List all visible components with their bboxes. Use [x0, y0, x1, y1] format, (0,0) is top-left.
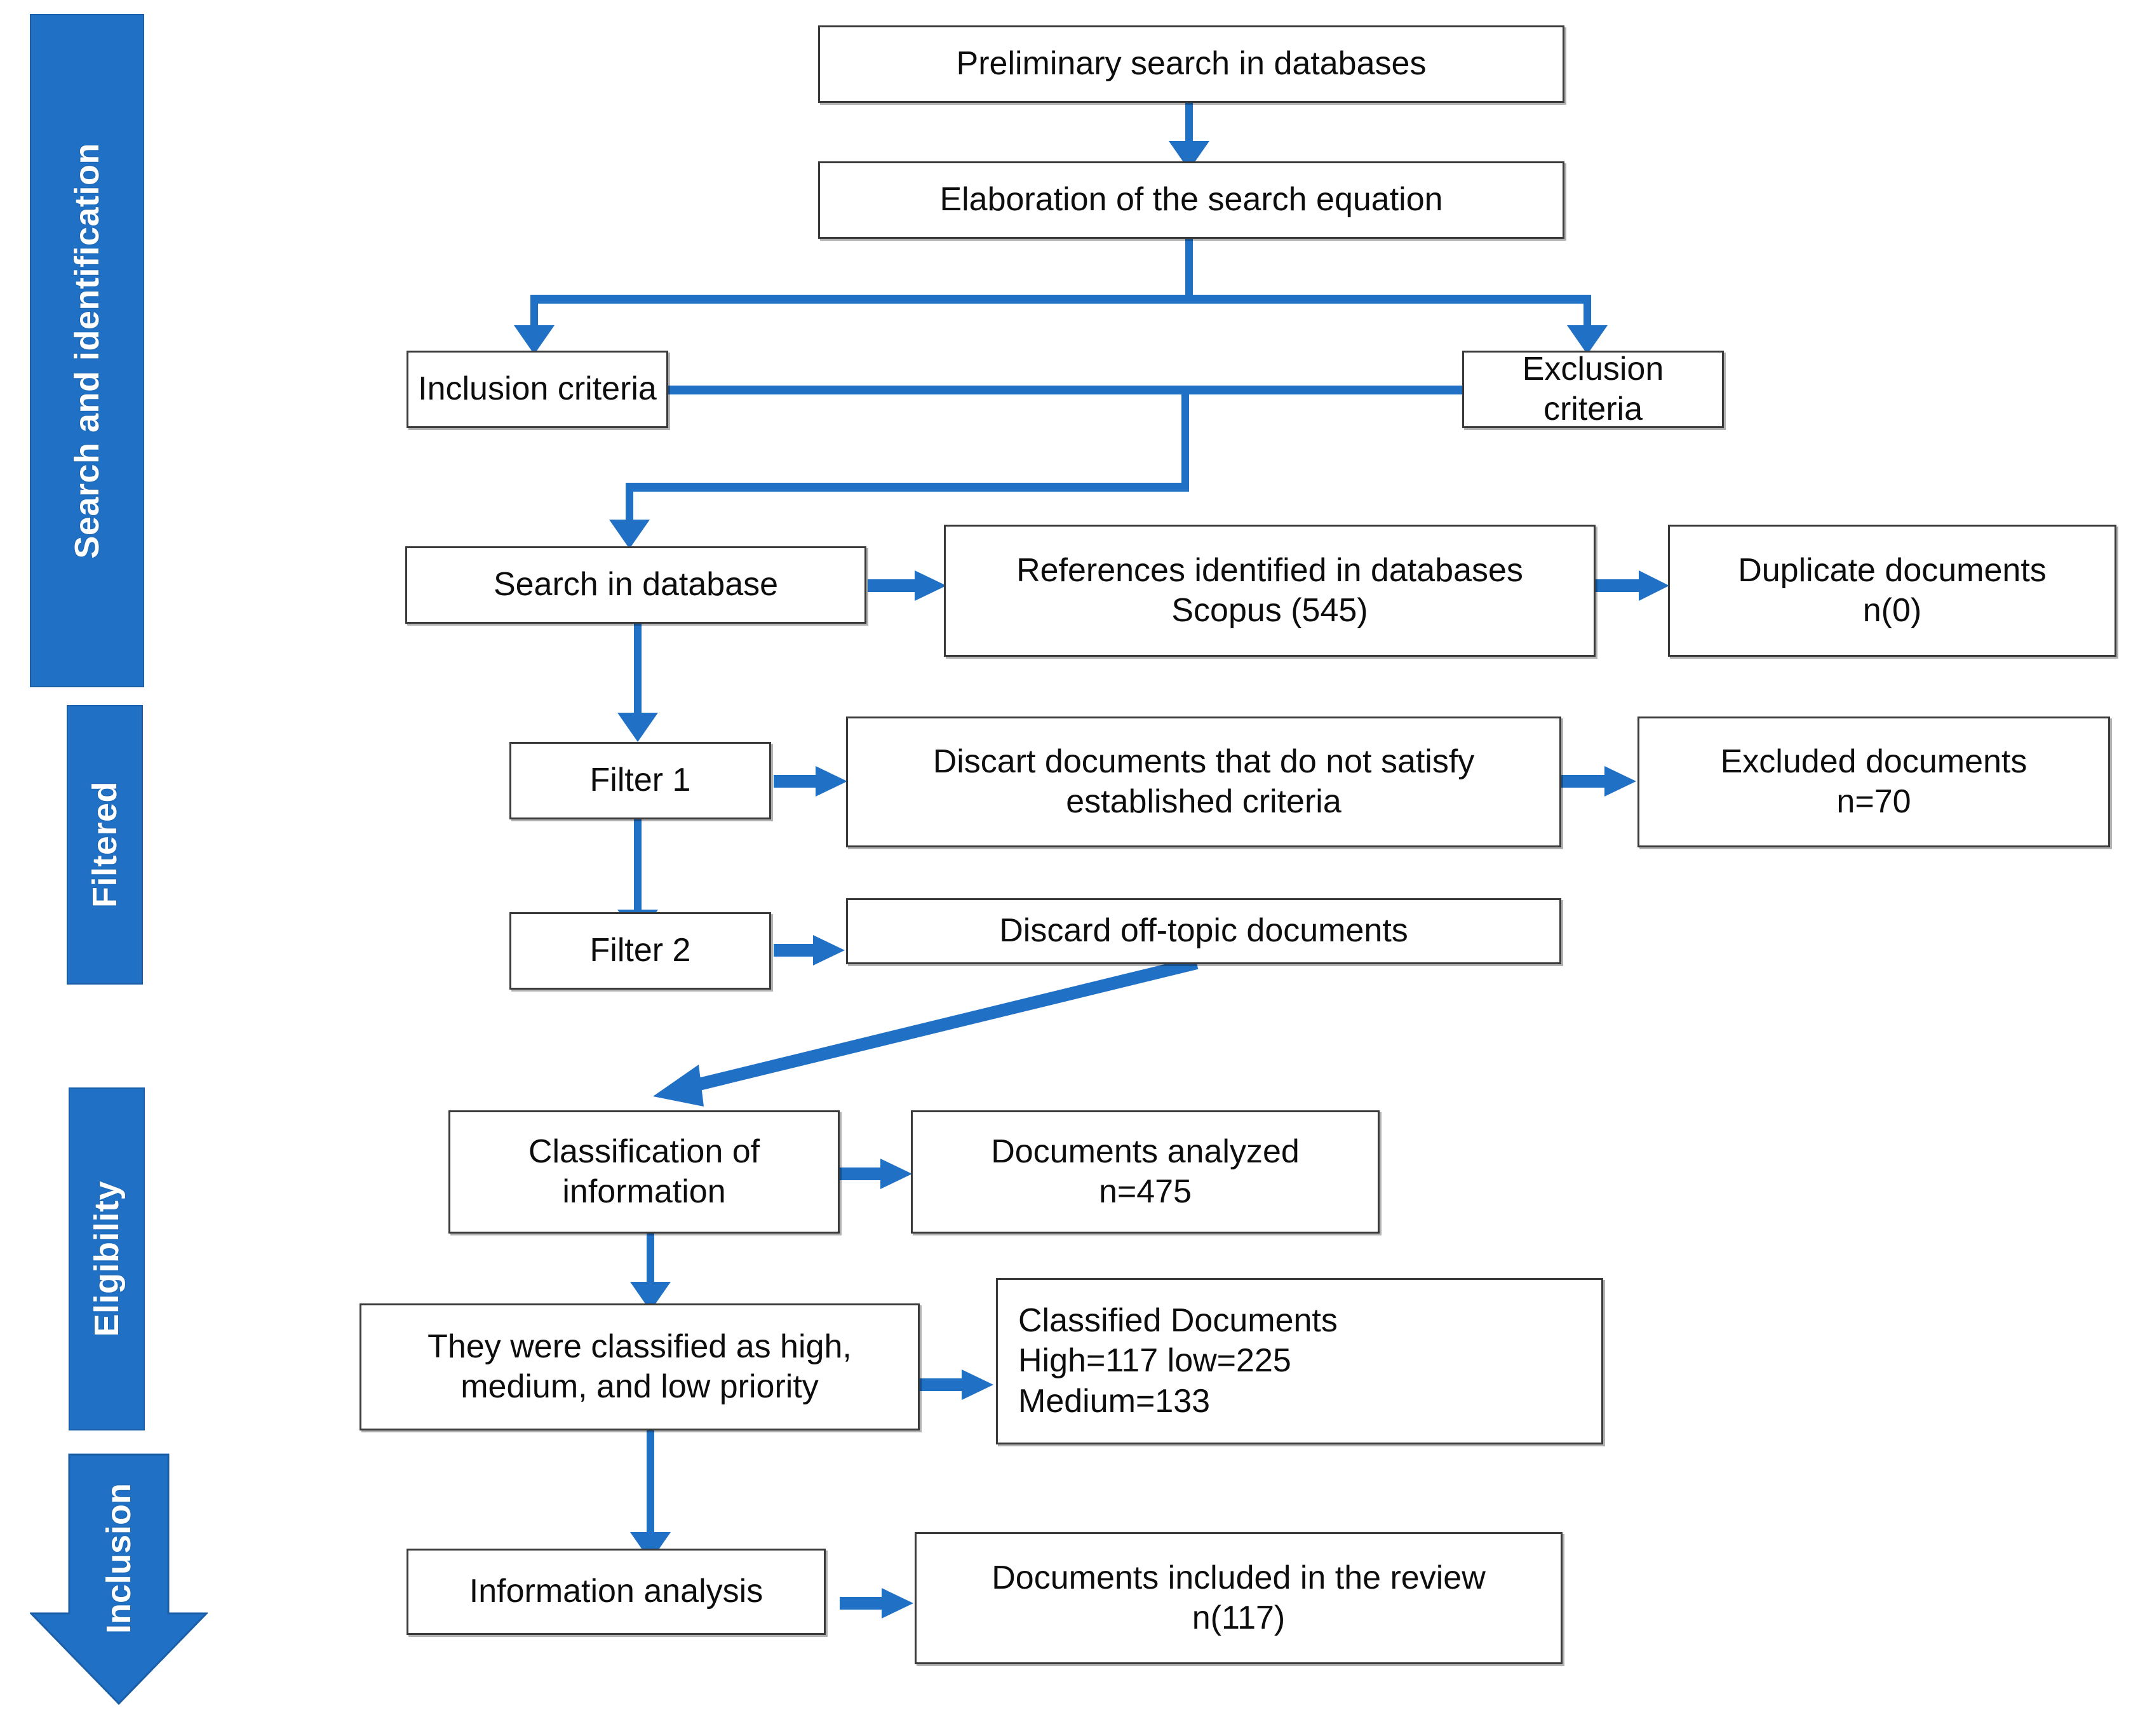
connector-equation-down — [1185, 238, 1193, 299]
connector-bus-to-inclusion — [530, 299, 538, 330]
node-search-equation[interactable]: Elaboration of the search equation — [818, 161, 1564, 239]
connector-to-search-bus — [626, 483, 1189, 492]
connector-filter1-to-filter2 — [634, 819, 642, 915]
arrow-classification-to-analyzed — [838, 1159, 912, 1189]
connector-preliminary-to-equation — [1185, 102, 1193, 146]
arrow-priority-to-classified-docs — [920, 1369, 993, 1400]
node-discart-documents[interactable]: Discart documents that do not satisfy es… — [846, 717, 1561, 847]
arrow-filter1-to-discart — [774, 766, 847, 797]
node-classified-documents[interactable]: Classified Documents High=117 low=225 Me… — [996, 1278, 1603, 1444]
node-duplicate-documents[interactable]: Duplicate documents n(0) — [1668, 525, 2116, 657]
connector-criteria-bus — [530, 295, 1591, 304]
arrow-search-to-references — [868, 570, 946, 601]
stage-bar-filtered: Filtered — [67, 705, 143, 985]
node-filter-1[interactable]: Filter 1 — [509, 742, 771, 819]
node-references-identified[interactable]: References identified in databases Scopu… — [944, 525, 1596, 657]
node-documents-included[interactable]: Documents included in the review n(117) — [915, 1532, 1563, 1664]
stage-bar-inclusion: Inclusion — [30, 1453, 208, 1705]
node-classification-of-information[interactable]: Classification of information — [448, 1110, 840, 1234]
inclusion-arrow-icon — [30, 1453, 208, 1705]
stage-label-search-identification: Search and identification — [68, 142, 106, 559]
connector-bus-to-exclusion — [1584, 299, 1591, 330]
stage-label-inclusion: Inclusion — [100, 1483, 138, 1634]
node-excluded-documents[interactable]: Excluded documents n=70 — [1637, 717, 2110, 847]
node-discard-off-topic[interactable]: Discard off-topic documents — [846, 898, 1561, 964]
node-documents-analyzed[interactable]: Documents analyzed n=475 — [911, 1110, 1380, 1234]
node-classified-priority[interactable]: They were classified as high, medium, an… — [360, 1303, 920, 1430]
stage-bar-search-identification: Search and identification — [30, 14, 144, 687]
connector-classification-to-priority — [647, 1216, 654, 1286]
node-filter-2[interactable]: Filter 2 — [509, 912, 771, 990]
node-exclusion-criteria[interactable]: Exclusion criteria — [1462, 351, 1724, 428]
arrow-analysis-to-included — [840, 1588, 913, 1618]
connector-search-to-filter1 — [634, 622, 642, 718]
connector-inclusion-exclusion-link — [667, 386, 1465, 394]
connector-bus-to-search — [626, 487, 633, 526]
connector-criteria-down — [1181, 386, 1189, 490]
arrow-discart-to-excluded — [1561, 766, 1636, 797]
arrow-references-to-duplicates — [1596, 570, 1669, 601]
stage-label-filtered: Filtered — [86, 781, 124, 908]
connector-priority-to-analysis — [647, 1416, 654, 1537]
node-inclusion-criteria[interactable]: Inclusion criteria — [407, 351, 668, 428]
node-preliminary-search[interactable]: Preliminary search in databases — [818, 25, 1564, 103]
node-information-analysis[interactable]: Information analysis — [407, 1549, 826, 1635]
arrow-filter2-to-discard-offtopic — [774, 935, 845, 966]
stage-bar-eligibility: Eligibility — [69, 1087, 145, 1430]
node-search-in-database[interactable]: Search in database — [405, 546, 866, 624]
stage-label-eligibility: Eligibility — [88, 1181, 126, 1337]
